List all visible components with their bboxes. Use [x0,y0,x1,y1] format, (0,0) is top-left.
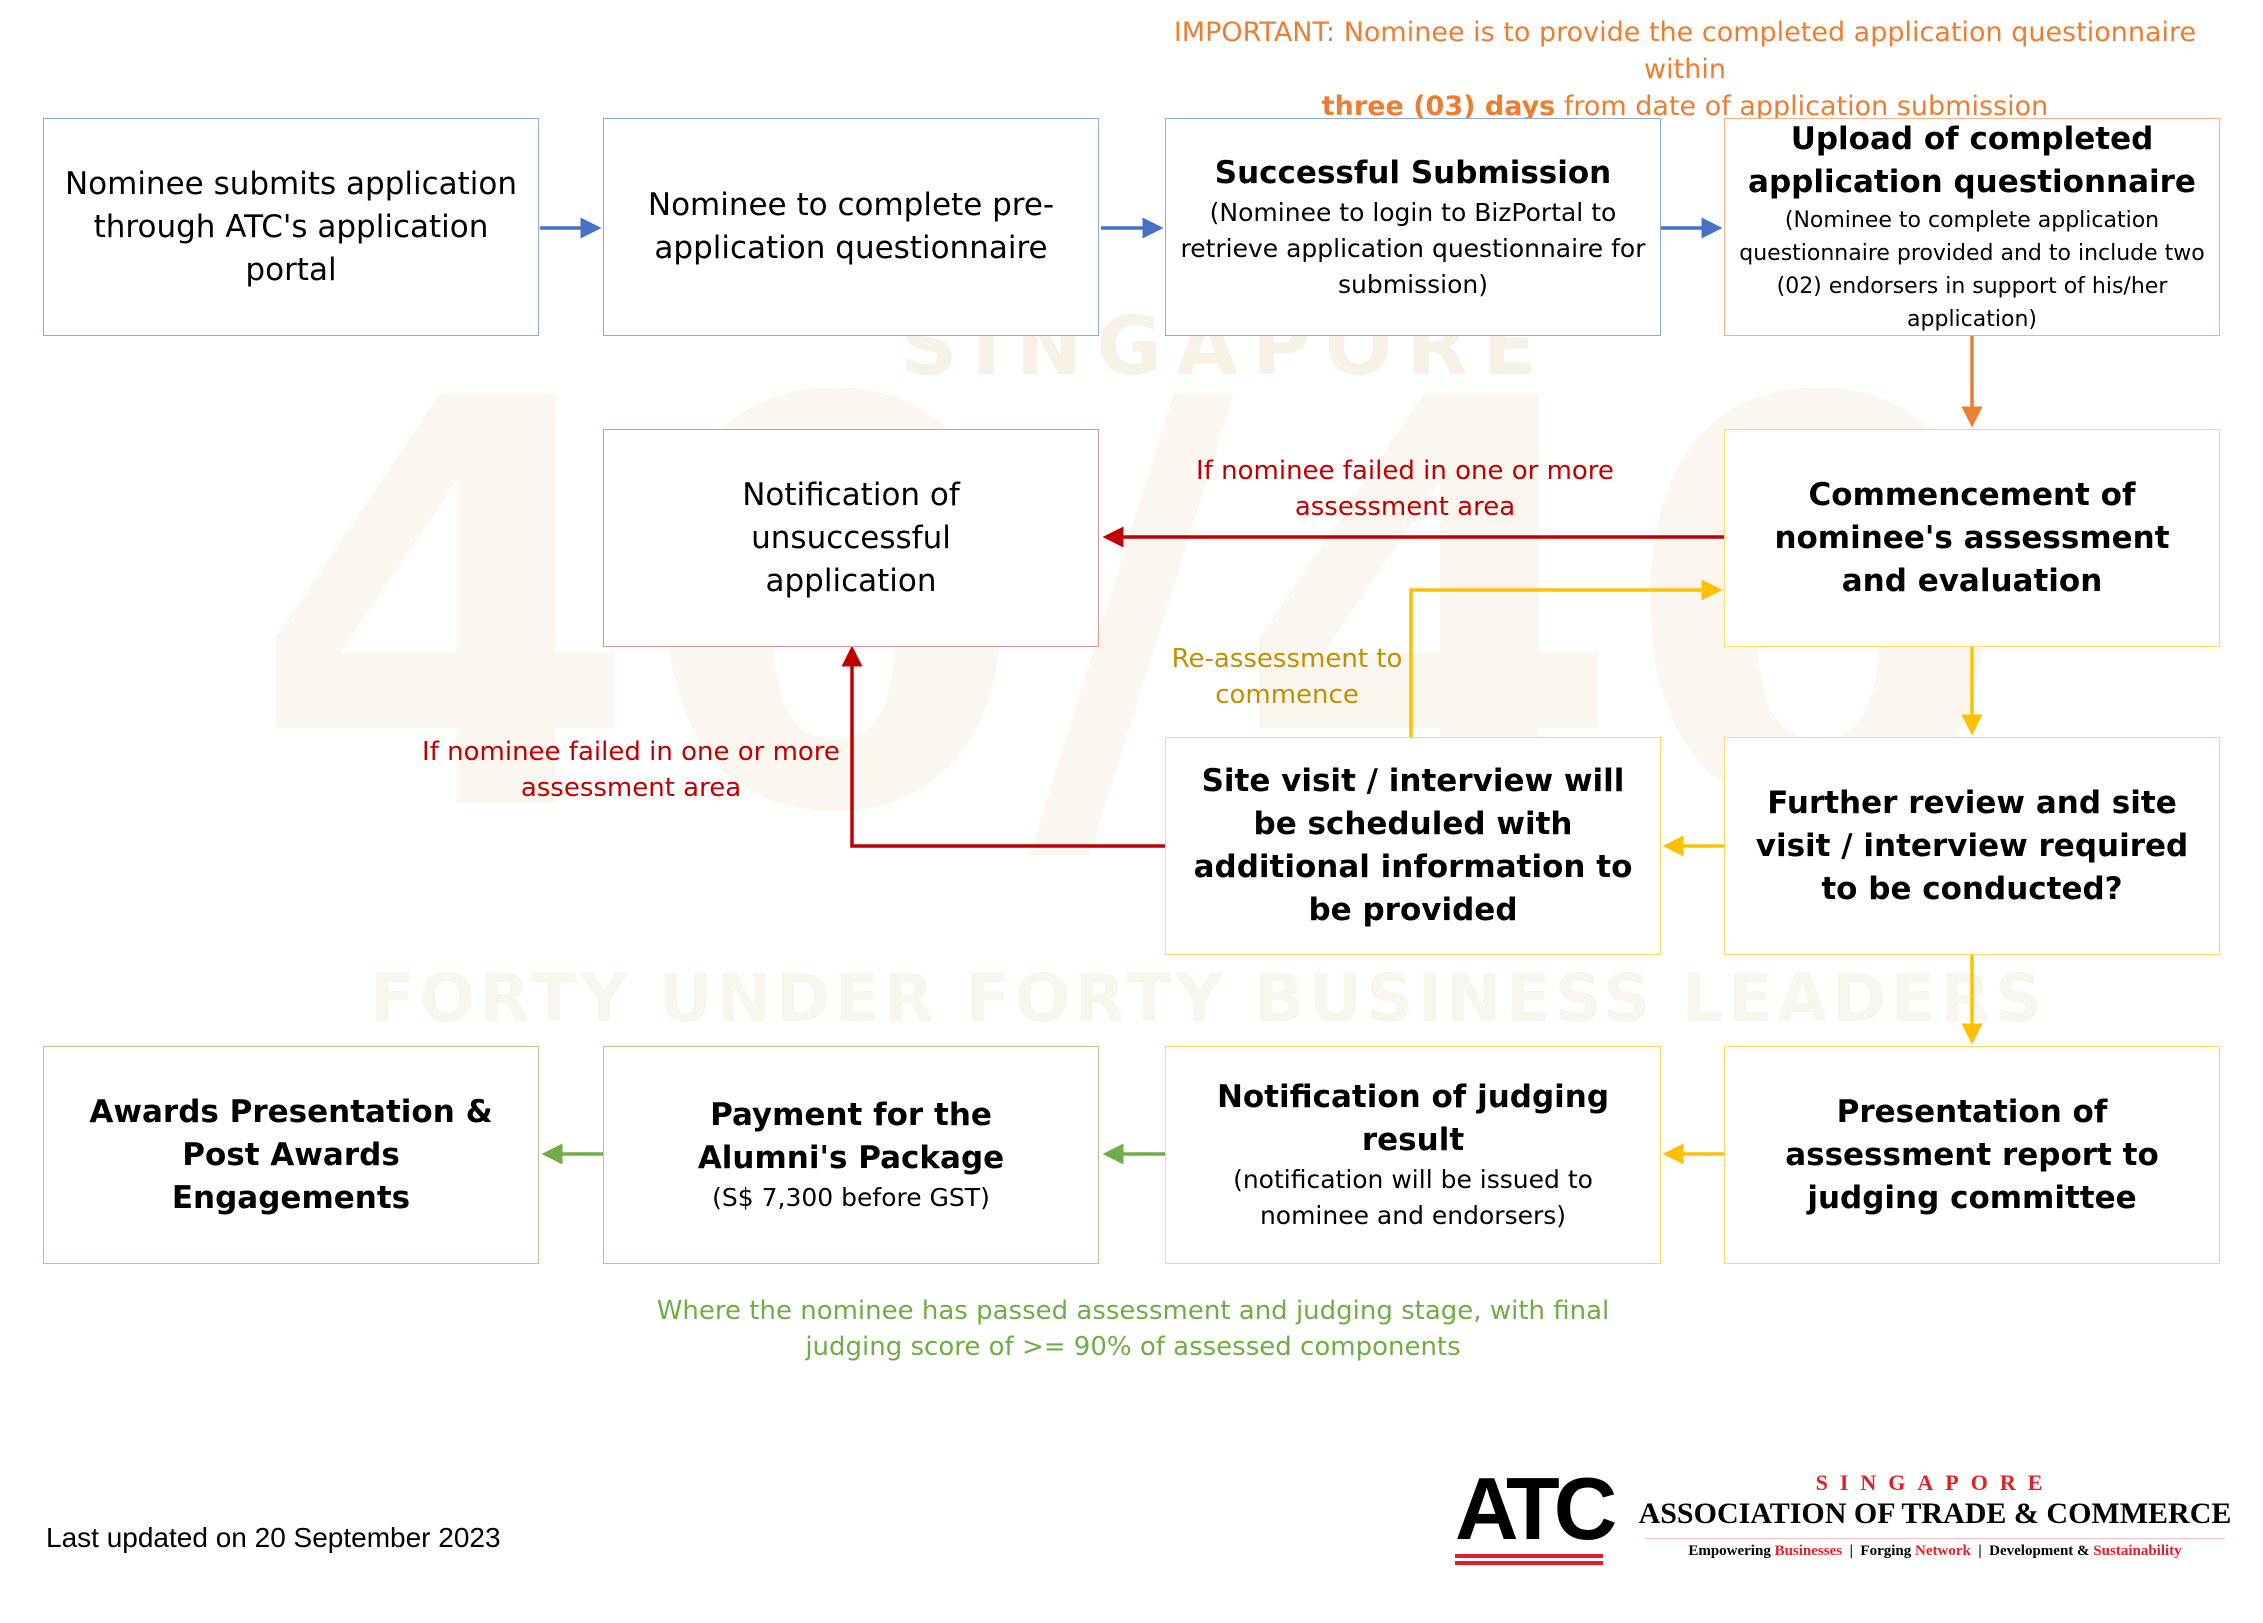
step-unsuccessful-notification: Notification of unsuccessful application [603,429,1099,647]
tag-text: Development & [1989,1543,2094,1559]
step-payment: Payment for the Alumni's Package (S$ 7,3… [603,1046,1099,1264]
step-awards-presentation: Awards Presentation & Post Awards Engage… [43,1046,539,1264]
tag-sep: | [1849,1543,1853,1559]
step-site-visit: Site visit / interview will be scheduled… [1165,737,1661,955]
tag-text: Sustainability [2093,1543,2182,1559]
step-title: Presentation of assessment report to jud… [1785,1093,2159,1216]
arrow-sitevisit-commence [1409,579,1723,737]
important-note: IMPORTANT: Nominee is to provide the com… [1140,14,2230,125]
step-detail: (Nominee to login to BizPortal to retrie… [1180,197,1646,299]
important-bold: three (03) days [1321,91,1556,122]
important-line1: IMPORTANT: Nominee is to provide the com… [1173,17,2197,85]
label-failed-assessment-1: If nominee failed in one or more assessm… [1196,456,1614,522]
logo-tagline: Empowering Businesses | Forging Network … [1635,1543,2235,1560]
last-updated: Last updated on 20 September 2023 [46,1522,501,1553]
step-commence-assessment: Commencement of nominee's assessment and… [1724,429,2220,647]
label-passed-judging: Where the nominee has passed assessment … [656,1296,1610,1362]
tag-sep: | [1978,1543,1982,1559]
tag-text: Empowering [1688,1543,1775,1559]
label-failed-assessment-2: If nominee failed in one or more assessm… [422,737,840,803]
tag-text: Forging [1860,1543,1915,1559]
step-presentation-report: Presentation of assessment report to jud… [1724,1046,2220,1264]
step-title: Notification of judging result [1216,1079,1610,1158]
step-further-review: Further review and site visit / intervie… [1724,737,2220,955]
step-title: Awards Presentation & Post Awards Engage… [89,1093,493,1216]
step-title: Commencement of nominee's assessment and… [1774,476,2170,599]
atc-logo-mark: ATC [1455,1459,1617,1566]
step-title: Nominee to complete pre-application ques… [647,187,1055,266]
step-title: Upload of completed application question… [1748,121,2196,200]
important-rest: from date of application submission [1555,91,2049,122]
step-title: Successful Submission [1214,154,1612,191]
logo-country: SINGAPORE [1815,1470,2055,1495]
step-title: Further review and site visit / intervie… [1755,784,2189,907]
step-title: Site visit / interview will be scheduled… [1193,763,1633,928]
step-title: Nominee submits application through ATC'… [64,165,518,288]
arrow-sitevisit-unsuccessful [841,645,1165,848]
step-pre-application: Nominee to complete pre-application ques… [603,118,1099,336]
watermark-big: 40/40 [250,284,2014,936]
step-judging-result: Notification of judging result (notifica… [1165,1046,1661,1264]
watermark-bottom: FORTY UNDER FORTY BUSINESS LEADERS [370,960,2047,1037]
atc-mark-text: ATC [1455,1459,1617,1558]
step-detail: (Nominee to complete application questio… [1739,208,2205,332]
label-reassessment: Re-assessment to commence [1171,644,1403,710]
step-upload-questionnaire: Upload of completed application question… [1724,118,2220,336]
step-title: Notification of unsuccessful application [742,476,960,599]
tag-text: Businesses [1774,1543,1843,1559]
step-submit-application: Nominee submits application through ATC'… [43,118,539,336]
step-detail: (S$ 7,300 before GST) [712,1183,990,1212]
logo-name: ASSOCIATION OF TRADE & COMMERCE [1638,1497,2232,1530]
step-title: Payment for the Alumni's Package [697,1097,1005,1176]
tag-text: Network [1915,1543,1971,1559]
step-detail: (notification will be issued to nominee … [1233,1165,1593,1230]
step-successful-submission: Successful Submission (Nominee to login … [1165,118,1661,336]
atc-logo: ATC SINGAPORE ASSOCIATION OF TRADE & COM… [1455,1459,2255,1570]
